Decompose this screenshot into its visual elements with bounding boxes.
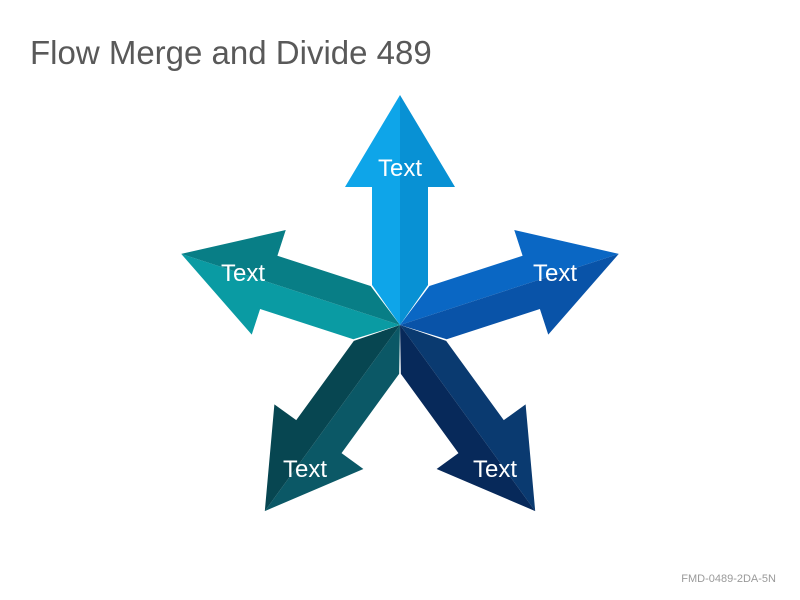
- arrow-upper-right-right-half: [400, 253, 619, 340]
- arrow-up-right-half: [400, 95, 455, 325]
- footer-code: FMD-0489-2DA-5N: [681, 573, 776, 585]
- arrow-up: [345, 95, 455, 325]
- arrow-label-up: Text: [378, 155, 422, 182]
- slide-title: Flow Merge and Divide 489: [30, 34, 432, 71]
- arrow-upper-left: [181, 230, 400, 340]
- arrow-label-lower-right: Text: [473, 456, 517, 483]
- arrow-up-left-half: [345, 95, 400, 325]
- arrow-label-upper-left: Text: [221, 260, 265, 287]
- arrow-label-lower-left: Text: [283, 456, 327, 483]
- arrow-upper-left-right-half: [181, 230, 400, 325]
- arrow-upper-right-left-half: [400, 230, 619, 325]
- arrow-lower-left: [264, 325, 400, 512]
- arrow-label-upper-right: Text: [533, 260, 577, 287]
- arrow-upper-left-left-half: [181, 253, 400, 340]
- arrow-lower-right: [400, 325, 536, 512]
- arrow-upper-right: [400, 230, 619, 340]
